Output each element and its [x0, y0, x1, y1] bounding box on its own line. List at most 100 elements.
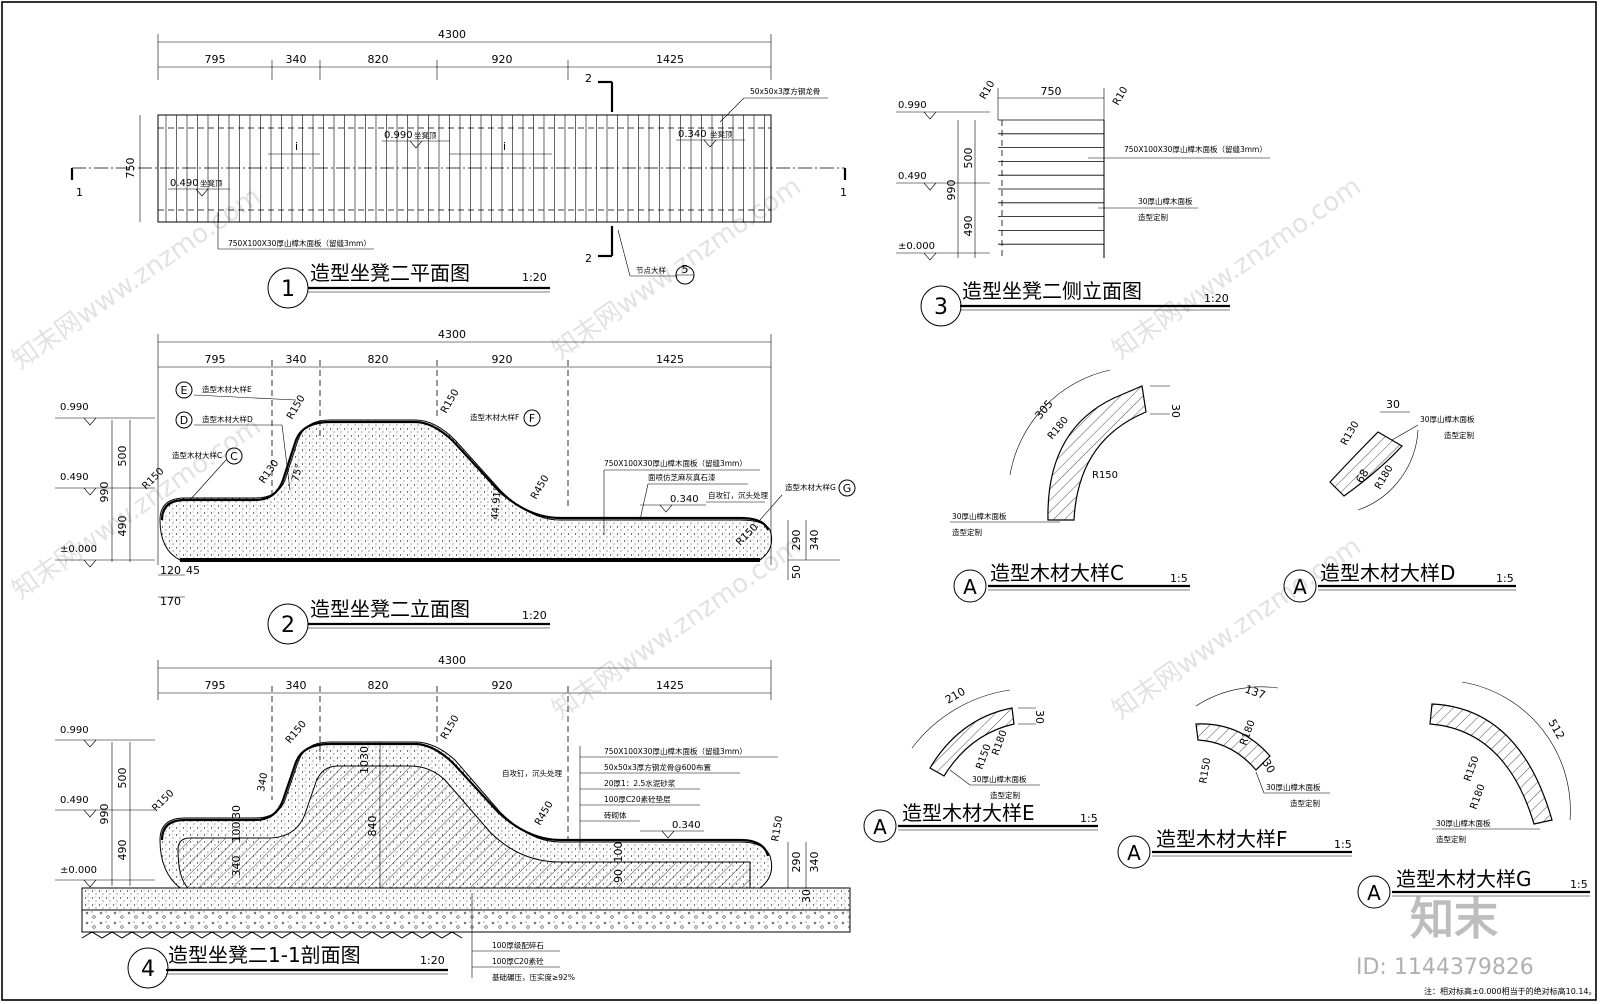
detail-d-scale: 1:5	[1496, 572, 1514, 585]
svg-text:0.990: 0.990	[60, 725, 89, 736]
detail-g-rout: R180	[1468, 783, 1487, 811]
svg-text:0.340: 0.340	[678, 129, 707, 140]
elev-dim-170: 170	[160, 595, 181, 608]
sec-r150-step: 340	[256, 772, 270, 793]
elev-dim-seg-4: 920	[492, 353, 513, 366]
side-level-0000: ±0.000	[896, 241, 990, 261]
sec-r150-upper: R150	[284, 719, 309, 746]
detail-g-rin: R150	[1462, 755, 1481, 783]
svg-text:±0.000: ±0.000	[60, 544, 97, 555]
elev-dim-50: 50	[790, 565, 803, 579]
elev-dim-340: 340	[808, 530, 821, 551]
detail-f-custom: 造型定制	[1290, 798, 1320, 808]
detail-f-thk: 30	[1259, 757, 1277, 776]
svg-text:0.490: 0.490	[60, 472, 89, 483]
svg-text:0.490: 0.490	[170, 178, 199, 189]
side-level-0490: 0.490	[896, 171, 990, 191]
svg-text:0.490: 0.490	[898, 171, 927, 182]
sec-dim-seg-4: 920	[492, 679, 513, 692]
elev-ref-g: 造型木材大样G	[785, 482, 836, 492]
elev-dim-120: 120	[160, 564, 181, 577]
sec-level-0490: 0.490	[55, 795, 155, 818]
elev-level-0340: 0.340	[640, 494, 706, 513]
plan-dimensions: 4300 795 340 820 920 1425 750	[124, 28, 772, 222]
svg-text:±0.000: ±0.000	[898, 241, 935, 252]
elev-dim-seg-2: 340	[286, 353, 307, 366]
detail-d-arc: 68	[1353, 467, 1371, 486]
elev-dim-seg-1: 795	[205, 353, 226, 366]
plan-view-number: 1	[281, 277, 295, 302]
section-view: 4300 795 340 820 920 1425 0.990 0.490 ±0…	[55, 654, 851, 989]
sec-ground-gravel	[81, 909, 851, 933]
elev-dim-290: 290	[790, 530, 803, 551]
side-r10-left: R10	[978, 79, 997, 102]
elev-nail-note: 自攻钉，沉头处理	[708, 490, 768, 500]
side-level-0990: 0.990	[896, 100, 990, 120]
sec-dim-340: 340	[230, 856, 243, 877]
detail-c-rin: R150	[1092, 470, 1118, 481]
detail-d-thk: 30	[1386, 398, 1400, 411]
side-board2-note: 30厚山樟木面板	[1138, 196, 1193, 206]
side-dim-width: 750	[1041, 85, 1062, 98]
detail-g-custom: 造型定制	[1436, 834, 1466, 844]
sec-level-0000: ±0.000	[55, 865, 155, 888]
elevation-view: 4300 795 340 820 920 1425 0.990 0.490 ±0…	[55, 328, 856, 645]
detail-g-profile	[1429, 703, 1553, 825]
detail-e: 210 30 R180 R150 30厚山樟木面板 造型定制 A 造型木材大样E…	[863, 685, 1098, 843]
elev-dim-overall: 4300	[438, 328, 466, 341]
sec-layer-3: 20厚1：2.5水泥砂浆	[604, 778, 676, 788]
sec-layer-5: 砖砌体	[604, 810, 627, 820]
detail-e-scale: 1:5	[1080, 812, 1098, 825]
plan-level-0990: 0.990 坐凳顶	[382, 130, 450, 149]
detail-f-rin: R150	[1198, 757, 1213, 785]
svg-text:0.990: 0.990	[898, 100, 927, 111]
detail-d-board: 30厚山樟木面板	[1420, 414, 1475, 424]
sec-ground-concrete	[81, 887, 851, 911]
dim-seg-5: 1425	[656, 53, 684, 66]
svg-text:坐凳顶: 坐凳顶	[414, 130, 437, 140]
elev-r150-mid: R150	[285, 393, 308, 421]
watermark-layer: 知末网www.znzmo.com 知末网www.znzmo.com 知末网www…	[7, 171, 1367, 725]
detail-c-scale: 1:5	[1170, 572, 1188, 585]
sec-view-number: 4	[141, 957, 155, 982]
detail-c-marker: A	[963, 575, 977, 599]
detail-d: 30 R130 R180 68 30厚山樟木面板 造型定制 A 造型木材大样D …	[1283, 398, 1516, 603]
elev-callout-e: E	[181, 384, 188, 397]
plan-seat-outline	[157, 114, 772, 223]
sec-layer-notes: 750X100X30厚山樟木面板（留缝3mm） 50x50x3厚方钢龙骨@600…	[502, 746, 778, 850]
elev-board-note: 750X100X30厚山樟木面板（留缝3mm）	[604, 458, 747, 468]
detail-e-marker: A	[873, 815, 887, 839]
footer-note: 注：相对标高±0.000相当于的绝对标高10.14。	[1424, 986, 1597, 996]
dim-seg-4: 920	[492, 53, 513, 66]
elev-dim-45: 45	[186, 564, 200, 577]
detail-f-board: 30厚山樟木面板	[1266, 782, 1321, 792]
elev-timber-skin	[160, 420, 770, 531]
detail-f: 137 30 R180 R150 30厚山樟木面板 造型定制 A 造型木材大样F…	[1117, 683, 1352, 869]
sec-level-0990: 0.990	[55, 725, 155, 748]
side-elevation: 750 R10 R10 0.990 0.490 ±0.000 500 490 9…	[896, 79, 1270, 327]
svg-text:0.340: 0.340	[672, 820, 701, 831]
dim-seg-1: 795	[205, 53, 226, 66]
elev-r130: R130	[257, 458, 281, 486]
plan-level-0490: 0.490 坐凳顶	[168, 178, 230, 197]
elev-dimensions: 4300 795 340 820 920 1425	[157, 328, 772, 565]
detail-d-marker: A	[1293, 575, 1307, 599]
elev-dim-seg-3: 820	[368, 353, 389, 366]
side-board-note: 750X100X30厚山樟木面板（留缝3mm）	[1124, 144, 1267, 154]
detail-e-board: 30厚山樟木面板	[972, 774, 1027, 784]
side-view-title: 造型坐凳二侧立面图	[962, 279, 1142, 303]
detail-c-board: 30厚山樟木面板	[952, 511, 1007, 521]
side-boards	[998, 119, 1104, 245]
plan-view: 4300 795 340 820 920 1425 750 1 1 2 2 i …	[70, 28, 847, 309]
detail-c: 305 30 R180 R150 30厚山樟木面板 造型定制 A 造型木材大样C…	[950, 369, 1190, 603]
detail-g-scale: 1:5	[1570, 878, 1588, 891]
elev-plinth	[180, 558, 760, 562]
watermark: 知末网www.znzmo.com	[7, 181, 267, 375]
sec-dim-90: 90	[612, 869, 625, 883]
cut-mark-1-right: 1	[840, 186, 847, 199]
elev-r450: R450	[529, 473, 552, 501]
cut-mark-2-top: 2	[585, 72, 592, 85]
sec-dim-1030: 1030	[358, 746, 371, 774]
sec-dim-30: 30	[230, 805, 243, 819]
sec-dim-840: 840	[366, 816, 379, 837]
